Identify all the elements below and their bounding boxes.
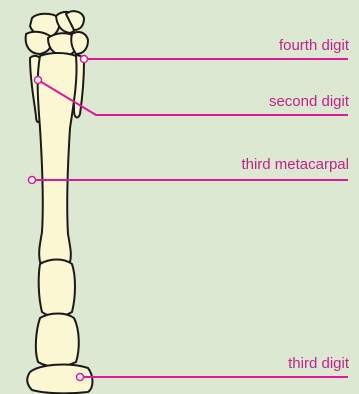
leader-dot-third-digit: [77, 374, 84, 381]
carpal-bones: [26, 11, 88, 56]
label-second-digit: second digit: [269, 93, 349, 111]
leader-dot-third-metacarpal: [29, 177, 36, 184]
label-fourth-digit: fourth digit: [279, 37, 349, 55]
leader-dot-fourth-digit: [81, 56, 88, 63]
proximal-phalanx: [39, 260, 75, 317]
label-third-digit: third digit: [288, 355, 349, 373]
leader-dot-second-digit: [35, 77, 42, 84]
third-metacarpal-bone: [38, 53, 77, 265]
label-third-metacarpal: third metacarpal: [241, 156, 349, 174]
middle-phalanx: [36, 314, 79, 367]
